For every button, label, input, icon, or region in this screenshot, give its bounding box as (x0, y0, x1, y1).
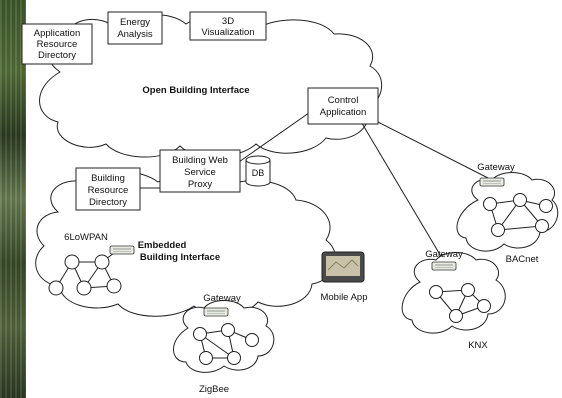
svg-text:Application: Application (320, 107, 366, 118)
zigbee-gateway-label: Gateway (203, 293, 241, 304)
bacnet-gateway-label: Gateway (477, 162, 515, 173)
knx-gateway-device (431, 261, 457, 271)
6lowpan-label: 6LoWPAN (64, 232, 108, 243)
svg-text:Directory: Directory (38, 50, 76, 61)
open-building-interface-label: Open Building Interface (142, 85, 249, 96)
svg-text:Building Web: Building Web (172, 155, 228, 166)
svg-text:Control: Control (328, 95, 359, 106)
link-control-to-bacnet (373, 119, 489, 179)
background-photo-strip (0, 0, 26, 398)
svg-text:Resource: Resource (37, 39, 78, 50)
svg-text:Building: Building (91, 173, 125, 184)
bacnet-gateway-device (479, 177, 505, 187)
control-application-box: Control Application (307, 87, 379, 125)
embedded-building-interface-label-line1: Embedded (138, 240, 187, 251)
knx-label: KNX (468, 340, 488, 351)
zigbee-gateway-device (203, 307, 229, 317)
zigbee-network (193, 323, 259, 365)
svg-text:Directory: Directory (89, 197, 127, 208)
svg-text:DB: DB (252, 168, 265, 178)
svg-text:3D: 3D (222, 16, 234, 27)
bacnet-cloud (456, 172, 559, 252)
3d-visualization-box: 3D Visualization (189, 11, 267, 41)
svg-text:Visualization: Visualization (201, 27, 254, 38)
svg-text:Resource: Resource (88, 185, 129, 196)
svg-text:Application: Application (34, 28, 80, 39)
knx-gateway-label: Gateway (425, 249, 463, 260)
6lowpan-network (48, 249, 122, 296)
energy-analysis-box: Energy Analysis (107, 11, 163, 45)
knx-network (429, 283, 491, 323)
mobile-app-device (321, 251, 365, 283)
svg-text:Energy: Energy (120, 17, 150, 28)
link-proxy-to-control (235, 107, 317, 165)
building-web-service-proxy-box: Building Web Service Proxy (159, 149, 241, 193)
embedded-building-interface-label-line2: Building Interface (140, 252, 220, 263)
knx-cloud (401, 252, 506, 334)
svg-text:Proxy: Proxy (188, 179, 213, 190)
zigbee-cloud (173, 300, 275, 373)
zigbee-label: ZigBee (199, 384, 229, 395)
database-cylinder: DB (245, 155, 271, 187)
svg-text:Service: Service (184, 167, 216, 178)
svg-text:Analysis: Analysis (117, 29, 153, 40)
building-resource-directory-box: Building Resource Directory (75, 167, 141, 211)
bacnet-network (483, 193, 553, 237)
application-resource-directory-box: Application Resource Directory (21, 23, 93, 65)
mobile-app-label: Mobile App (320, 292, 367, 303)
link-control-to-knx (359, 119, 443, 259)
bacnet-label: BACnet (506, 254, 539, 265)
6lowpan-gateway-device (109, 245, 135, 255)
